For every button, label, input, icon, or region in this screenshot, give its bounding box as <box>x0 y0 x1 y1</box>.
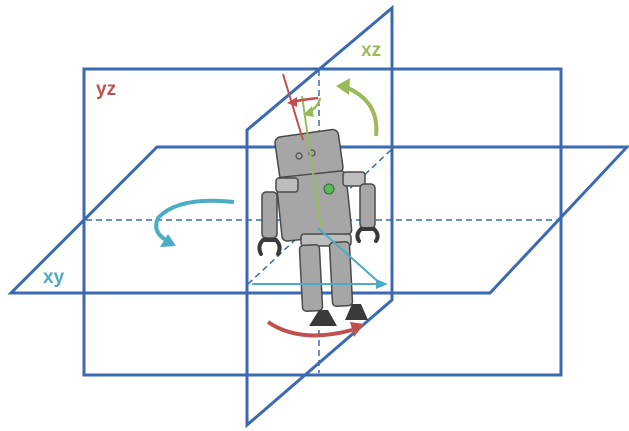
robot-eye-left <box>295 152 303 160</box>
label-xy: xy <box>43 267 65 288</box>
cyan-arrowhead <box>376 279 388 289</box>
curved-arrow-green-icon <box>342 84 379 137</box>
robot-arm-right <box>359 183 376 229</box>
curved-arrow-red-bottom-icon <box>266 320 353 338</box>
cyan-arrowhead-large <box>160 234 176 247</box>
label-yz: yz <box>96 79 116 100</box>
label-xz: xz <box>361 40 381 61</box>
robot-shoulder-left <box>275 177 299 193</box>
green-small-arrowhead <box>303 106 314 117</box>
robot-claw-left <box>257 238 282 256</box>
dashed-line-diagonal <box>246 149 392 286</box>
red-small-arrowhead <box>287 97 297 107</box>
robot-foot-left <box>309 310 337 326</box>
robot-shoulder-right <box>342 171 366 187</box>
robot-chest-light <box>323 183 335 195</box>
red-axis-line <box>282 73 304 141</box>
robot-leg-left <box>298 243 324 313</box>
xz-plane <box>245 4 394 429</box>
robot-icon <box>257 128 380 326</box>
robot-leg-right <box>328 240 354 308</box>
xy-plane <box>7 145 629 295</box>
red-arrowhead-bottom <box>350 322 364 337</box>
robot-eye-right <box>308 149 316 157</box>
cyan-axis-line-1 <box>317 227 384 287</box>
green-arrowhead-large <box>336 78 350 95</box>
robot-foot-right <box>345 304 368 320</box>
green-axis-line <box>301 95 322 229</box>
robot-arm-left <box>261 191 278 239</box>
curved-arrow-cyan-icon <box>154 198 235 242</box>
robot-claw-right <box>355 227 380 243</box>
